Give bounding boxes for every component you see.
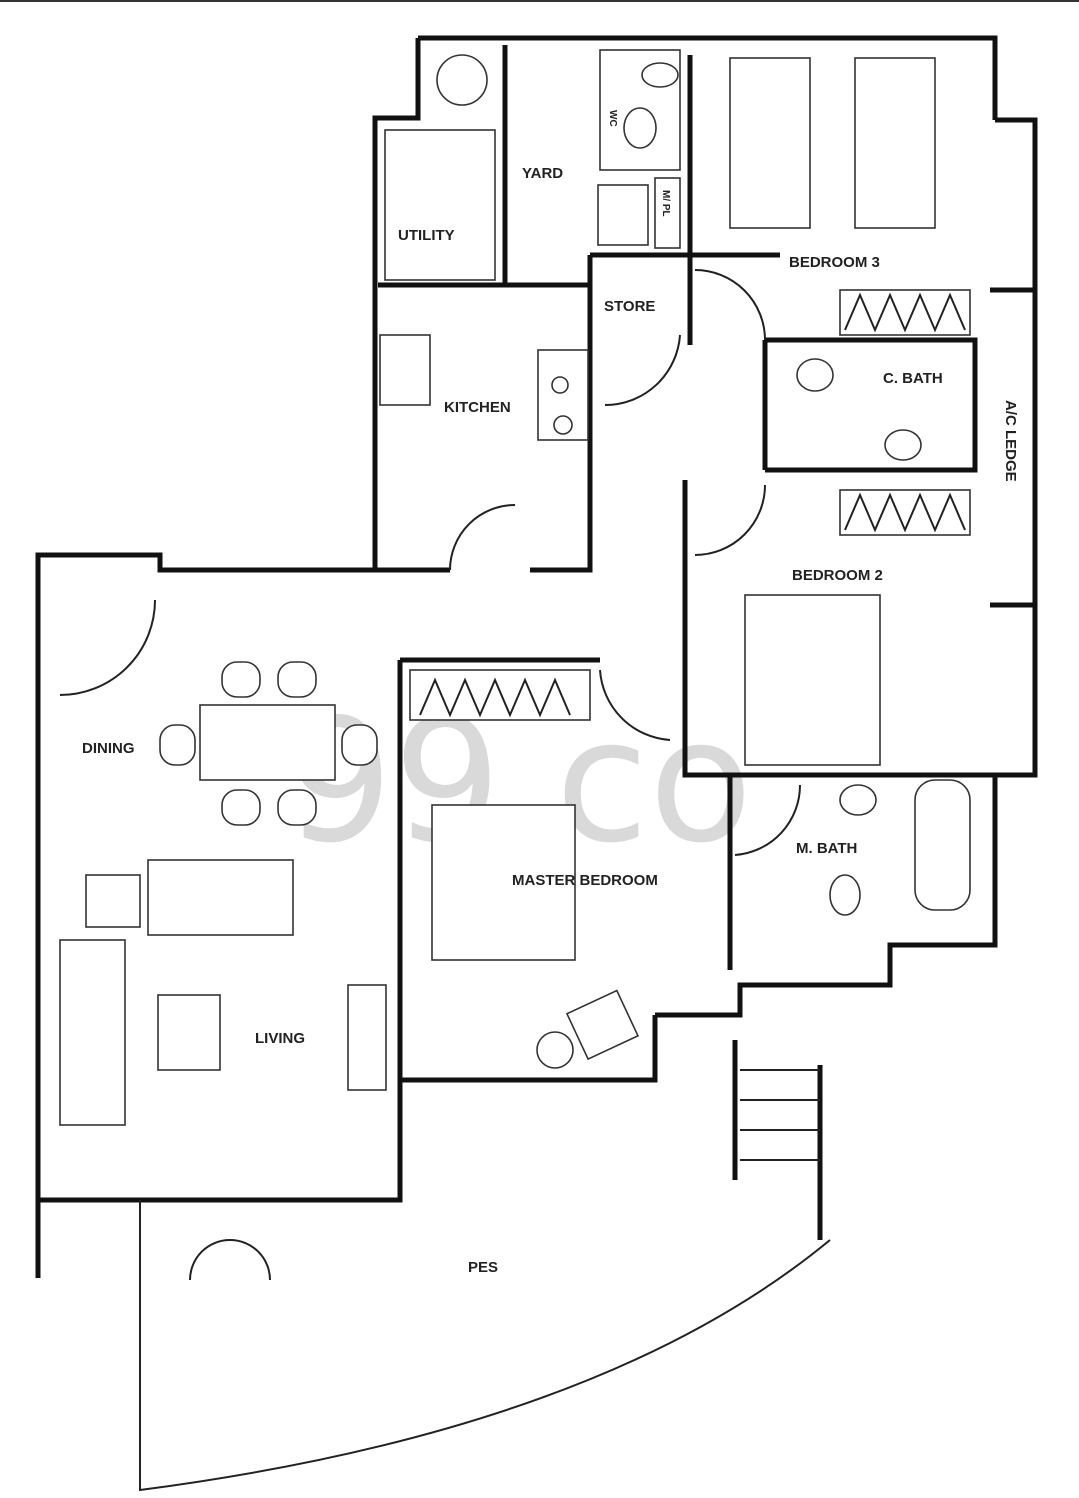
label-mf: M/ PL xyxy=(660,190,671,217)
label-bedroom-2: BEDROOM 2 xyxy=(792,567,883,584)
label-dining: DINING xyxy=(82,740,135,757)
label-utility: UTILITY xyxy=(398,227,455,244)
label-living: LIVING xyxy=(255,1030,305,1047)
label-store: STORE xyxy=(604,298,655,315)
label-master-bedroom: MASTER BEDROOM xyxy=(512,872,658,889)
label-m-bath: M. BATH xyxy=(796,840,857,857)
walls xyxy=(35,35,1038,1492)
label-pes: PES xyxy=(468,1259,498,1276)
label-ac-ledge: A/C LEDGE xyxy=(1002,400,1019,482)
label-wc: WC xyxy=(607,110,618,127)
label-c-bath: C. BATH xyxy=(883,370,943,387)
label-kitchen: KITCHEN xyxy=(444,399,511,416)
fixtures xyxy=(59,49,971,1281)
label-bedroom-3: BEDROOM 3 xyxy=(789,254,880,271)
label-yard: YARD xyxy=(522,165,563,182)
room-labels: YARD UTILITY WC M/ PL STORE KITCHEN BEDR… xyxy=(82,110,1019,1276)
